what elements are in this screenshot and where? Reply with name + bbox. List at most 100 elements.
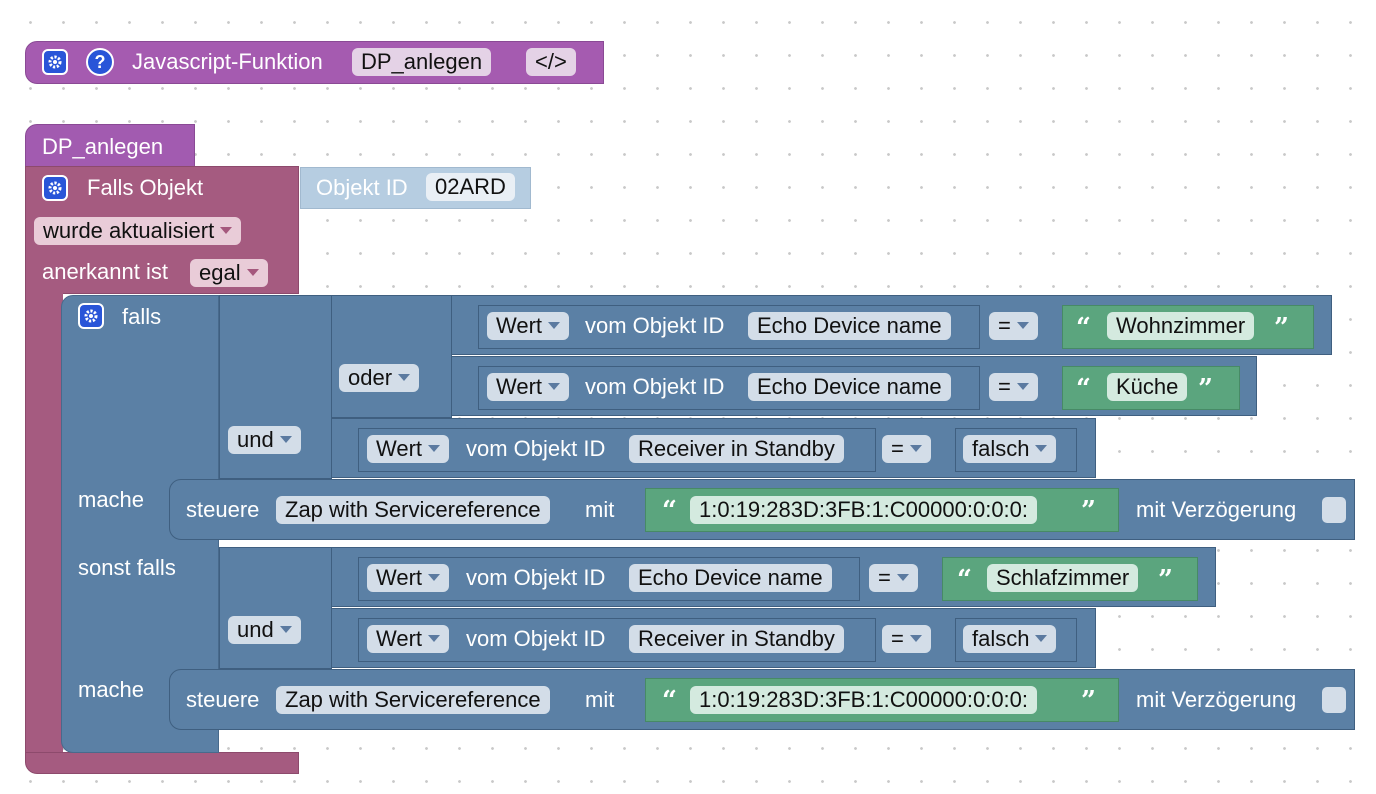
function-label: Javascript-Funktion <box>132 49 323 74</box>
delay-label: mit Verzögerung <box>1136 497 1297 522</box>
operator-dropdown[interactable]: = <box>882 625 931 653</box>
chevron-down-icon <box>909 444 922 452</box>
operator-label: = <box>891 436 904 461</box>
chevron-down-icon <box>279 625 292 633</box>
and-dropdown-2[interactable]: und <box>228 616 301 644</box>
quote-open-icon: “ <box>957 565 972 595</box>
object-id-field[interactable]: 02ARD <box>426 173 515 201</box>
operator-label: = <box>878 565 891 590</box>
control-target-field[interactable]: Zap with Servicereference <box>276 686 550 714</box>
quote-close-icon: ” <box>1158 565 1173 595</box>
help-icon[interactable]: ? <box>86 48 114 76</box>
chevron-down-icon <box>220 226 233 234</box>
gear-icon[interactable] <box>42 49 68 75</box>
or-dropdown[interactable]: oder <box>339 364 420 392</box>
operator-dropdown[interactable]: = <box>989 312 1038 340</box>
quote-close-icon: ” <box>1081 686 1096 716</box>
delay-checkbox[interactable] <box>1322 687 1346 713</box>
from-object-label: vom Objekt ID <box>585 313 725 338</box>
value-dropdown-label: Wert <box>496 313 543 338</box>
operator-label: = <box>998 374 1011 399</box>
event-dropdown[interactable]: wurde aktualisiert <box>34 217 242 245</box>
quote-open-icon: “ <box>1076 313 1091 343</box>
operator-dropdown[interactable]: = <box>882 435 931 463</box>
value-dropdown[interactable]: Wert <box>367 435 450 463</box>
with-label: mit <box>585 687 615 712</box>
text-field[interactable]: Schlafzimmer <box>987 564 1139 592</box>
boolean-label: falsch <box>972 436 1030 461</box>
function-block[interactable] <box>25 41 604 84</box>
or-label: oder <box>348 365 393 390</box>
control-label: steuere <box>186 497 260 522</box>
chevron-down-icon <box>279 435 292 443</box>
value-dropdown-label: Wert <box>376 626 423 651</box>
if-label: falls <box>122 304 162 329</box>
quote-close-icon: ” <box>1198 374 1213 404</box>
delay-label: mit Verzögerung <box>1136 687 1297 712</box>
ack-dropdown-label: egal <box>199 260 241 285</box>
object-field[interactable]: Echo Device name <box>748 312 951 340</box>
group-label-tab[interactable] <box>25 124 195 168</box>
trigger-block-left <box>25 292 63 754</box>
value-dropdown[interactable]: Wert <box>367 564 450 592</box>
control-target-field[interactable]: Zap with Servicereference <box>276 496 550 524</box>
gear-icon[interactable] <box>78 303 104 329</box>
object-id-label: Objekt ID <box>316 175 408 200</box>
ack-dropdown[interactable]: egal <box>190 259 268 287</box>
ack-label: anerkannt ist <box>42 259 168 284</box>
from-object-label: vom Objekt ID <box>466 436 606 461</box>
chevron-down-icon <box>1016 321 1029 329</box>
and-block-2[interactable] <box>219 547 332 669</box>
and-dropdown-1[interactable]: und <box>228 426 301 454</box>
object-field[interactable]: Echo Device name <box>748 373 951 401</box>
with-label: mit <box>585 497 615 522</box>
chevron-down-icon <box>428 573 441 581</box>
quote-open-icon: “ <box>662 686 677 716</box>
value-dropdown[interactable]: Wert <box>367 625 450 653</box>
object-field[interactable]: Receiver in Standby <box>629 625 844 653</box>
chevron-down-icon <box>246 268 259 276</box>
quote-close-icon: ” <box>1274 313 1289 343</box>
text-field[interactable]: Küche <box>1107 373 1188 401</box>
value-dropdown[interactable]: Wert <box>487 373 570 401</box>
boolean-dropdown[interactable]: falsch <box>963 625 1057 653</box>
and-label: und <box>237 427 274 452</box>
operator-dropdown[interactable]: = <box>869 564 918 592</box>
function-name-field[interactable]: DP_anlegen <box>352 48 492 76</box>
value-dropdown-label: Wert <box>376 436 423 461</box>
chevron-down-icon <box>428 634 441 642</box>
service-ref-field[interactable]: 1:0:19:283D:3FB:1:C00000:0:0:0: <box>690 496 1038 524</box>
chevron-down-icon <box>1035 444 1048 452</box>
operator-dropdown[interactable]: = <box>989 373 1038 401</box>
chevron-down-icon <box>398 373 411 381</box>
value-dropdown-label: Wert <box>376 565 423 590</box>
chevron-down-icon <box>1016 382 1029 390</box>
operator-label: = <box>891 626 904 651</box>
from-object-label: vom Objekt ID <box>585 374 725 399</box>
from-object-label: vom Objekt ID <box>466 626 606 651</box>
gear-icon[interactable] <box>42 175 68 201</box>
operator-label: = <box>998 313 1011 338</box>
do-label-2: mache <box>78 677 145 702</box>
value-dropdown-label: Wert <box>496 374 543 399</box>
chevron-down-icon <box>548 321 561 329</box>
from-object-label: vom Objekt ID <box>466 565 606 590</box>
object-field[interactable]: Receiver in Standby <box>629 435 844 463</box>
text-field[interactable]: Wohnzimmer <box>1107 312 1255 340</box>
service-ref-field[interactable]: 1:0:19:283D:3FB:1:C00000:0:0:0: <box>690 686 1038 714</box>
and-label: und <box>237 617 274 642</box>
chevron-down-icon <box>428 444 441 452</box>
code-editor-button[interactable]: </> <box>526 48 576 76</box>
trigger-label: Falls Objekt <box>87 175 204 200</box>
boolean-dropdown[interactable]: falsch <box>963 435 1057 463</box>
delay-checkbox[interactable] <box>1322 497 1346 523</box>
chevron-down-icon <box>1035 634 1048 642</box>
do-label-1: mache <box>78 487 145 512</box>
value-dropdown[interactable]: Wert <box>487 312 570 340</box>
or-block[interactable] <box>331 295 452 418</box>
quote-close-icon: ” <box>1081 496 1096 526</box>
object-field[interactable]: Echo Device name <box>629 564 832 592</box>
boolean-label: falsch <box>972 626 1030 651</box>
control-label: steuere <box>186 687 260 712</box>
else-if-label: sonst falls <box>78 555 176 580</box>
